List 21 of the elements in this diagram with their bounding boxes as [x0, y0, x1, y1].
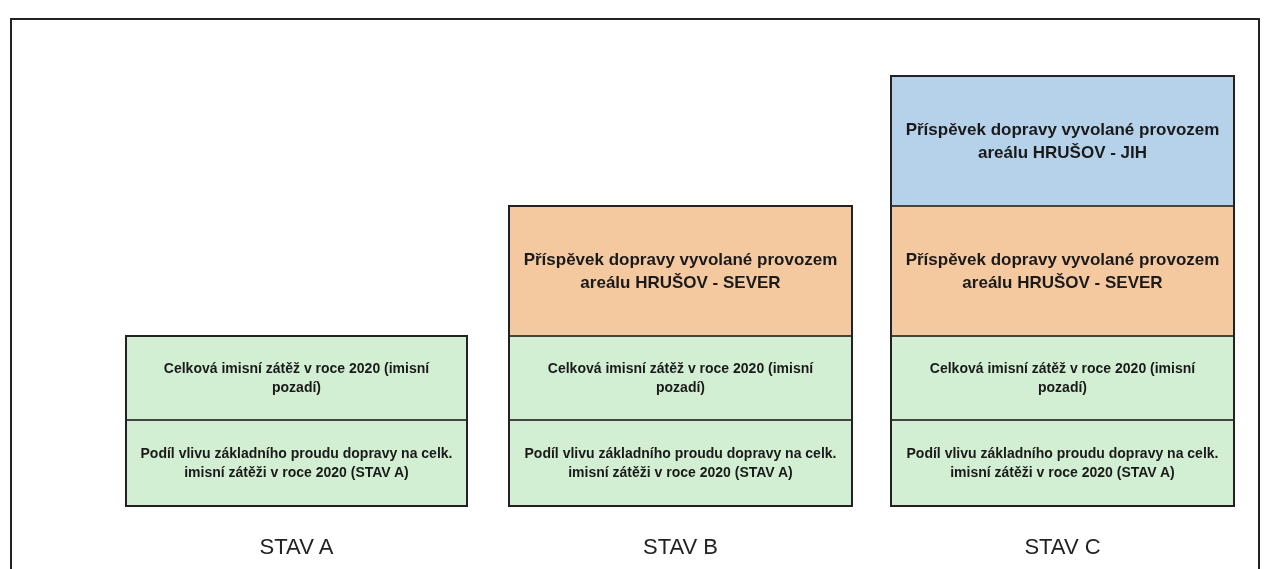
box-text: Podíl vlivu základního proudu dopravy na celk. imisní zátěži v roce 2020 (STAV A) [139, 443, 454, 482]
stack-box [892, 77, 1233, 207]
stack-box [892, 421, 1233, 505]
stack-box [510, 337, 851, 421]
box-text: Podíl vlivu základního proudu dopravy na celk. imisní zátěži v roce 2020 (STAV A) [905, 443, 1220, 482]
box-text: Příspěvek dopravy vyvolané provozem areálu HRUŠOV - JIH [904, 118, 1221, 164]
stack-box [127, 421, 466, 505]
stack-box [510, 421, 851, 505]
box-text: Podíl vlivu základního proudu dopravy na celk. imisní zátěži v roce 2020 (STAV A) [523, 443, 838, 482]
stage-label: STAV A [259, 533, 334, 561]
stack-box [127, 337, 466, 421]
box-text: Příspěvek dopravy vyvolané provozem areálu HRUŠOV - SEVER [904, 248, 1221, 294]
box-text: Celková imisní zátěž v roce 2020 (imisní pozadí) [928, 358, 1197, 397]
stack-box [892, 337, 1233, 421]
stage-label: STAV B [643, 533, 718, 561]
stack-box [510, 207, 851, 337]
box-text: Celková imisní zátěž v roce 2020 (imisní pozadí) [162, 358, 431, 397]
box-text: Celková imisní zátěž v roce 2020 (imisní pozadí) [546, 358, 815, 397]
stack-box [892, 207, 1233, 337]
box-text: Příspěvek dopravy vyvolané provozem areálu HRUŠOV - SEVER [522, 248, 839, 294]
stage-label: STAV C [1024, 533, 1101, 561]
